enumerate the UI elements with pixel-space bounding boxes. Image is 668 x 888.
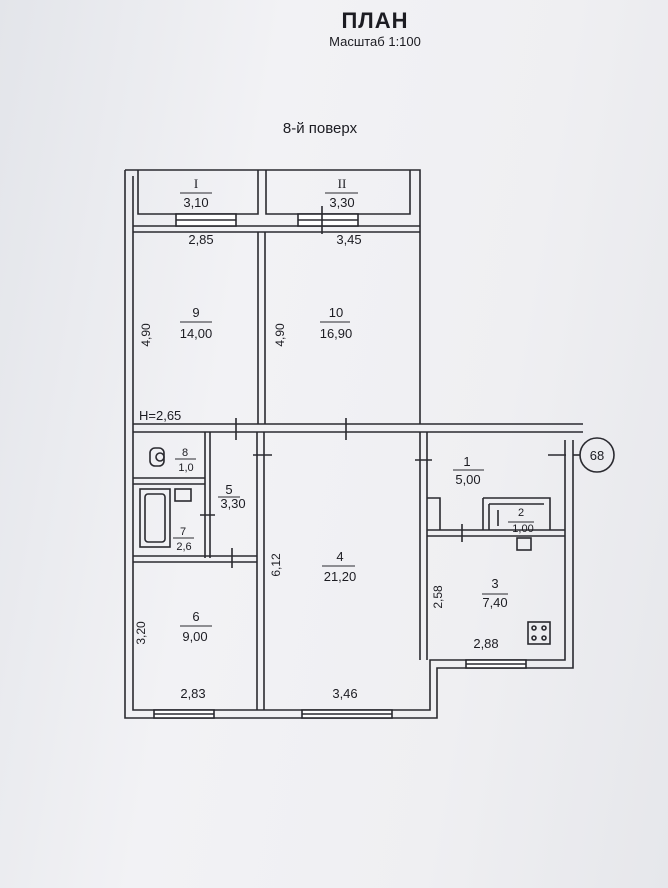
- floor-label: 8-й поверх: [282, 120, 358, 137]
- room-5-number: 5: [225, 482, 232, 497]
- room-2-area: 1,00: [512, 523, 533, 535]
- room-II-area: 3,30: [329, 195, 354, 210]
- room-4-number: 4: [336, 549, 343, 564]
- plan-scale: Масштаб 1:100: [329, 34, 421, 49]
- dim-room-3-height: 2,58: [431, 585, 445, 609]
- wall-4-right: [419, 432, 428, 660]
- room-II-number: II: [338, 176, 347, 191]
- room-10-number: 10: [329, 305, 343, 320]
- room-6-area: 9,00: [182, 629, 207, 644]
- room-6-number: 6: [192, 609, 199, 624]
- dim-room-10-height: 4,90: [273, 323, 287, 347]
- room-I-area: 3,10: [183, 195, 208, 210]
- balcony-outline: [125, 169, 421, 226]
- toilet-fixture: [149, 447, 165, 467]
- plan-title: ПЛАН: [341, 8, 409, 33]
- stove-fixture: [527, 621, 551, 645]
- room-4-area: 21,20: [324, 569, 357, 584]
- sink-fixture: [174, 488, 192, 502]
- niche-1: [427, 497, 441, 530]
- wall-7-6: [133, 555, 257, 563]
- stove-burner: [541, 635, 547, 641]
- outer-wall-inner: [132, 176, 566, 711]
- stove-burner: [531, 625, 537, 631]
- wall-4-left: [256, 432, 265, 710]
- dim-room-10-width: 3,45: [336, 232, 361, 247]
- room-1-number: 1: [463, 454, 470, 469]
- room-7-area: 2,6: [176, 541, 191, 553]
- room-7-number: 7: [180, 526, 186, 538]
- room-9-area: 14,00: [180, 326, 213, 341]
- room-8-area: 1,0: [178, 462, 193, 474]
- dim-room-3-width: 2,88: [473, 636, 498, 651]
- room-3-area: 7,40: [482, 595, 507, 610]
- top-wall: [133, 225, 420, 233]
- wall-1-3: [427, 529, 565, 537]
- stove-burner: [531, 635, 537, 641]
- room-I-number: I: [194, 176, 198, 191]
- toilet-bowl: [155, 452, 165, 462]
- room-9-number: 9: [192, 305, 199, 320]
- main-horizontal-wall: [133, 423, 583, 433]
- outer-wall: [124, 170, 574, 719]
- bathtub-inner: [144, 493, 166, 543]
- room-2-walls: [483, 497, 551, 530]
- ceiling-height: H=2,65: [139, 408, 181, 423]
- wall-5-left: [204, 432, 211, 558]
- dim-room-4-width: 3,46: [332, 686, 357, 701]
- room-5-area: 3,30: [220, 496, 245, 511]
- fraction-bars: [173, 192, 534, 627]
- room-10-area: 16,90: [320, 326, 353, 341]
- dim-room-6-height: 3,20: [134, 621, 148, 645]
- room-2-number: 2: [518, 507, 524, 519]
- stove-burner: [541, 625, 547, 631]
- wall-9-10: [257, 232, 266, 424]
- dim-room-9-height: 4,90: [139, 323, 153, 347]
- door-ticks: [200, 206, 566, 568]
- room-3-number: 3: [491, 576, 498, 591]
- room-8-number: 8: [182, 447, 188, 459]
- dim-room-6-width: 2,83: [180, 686, 205, 701]
- dim-room-9-width: 2,85: [188, 232, 213, 247]
- building-number: 68: [590, 448, 604, 463]
- room-2-left: [482, 498, 490, 530]
- bathtub-fixture: [139, 488, 171, 548]
- room-1-area: 5,00: [455, 472, 480, 487]
- kitchen-sink: [516, 537, 532, 551]
- dim-room-4-height: 6,12: [269, 553, 283, 577]
- wall-8-7: [133, 477, 205, 485]
